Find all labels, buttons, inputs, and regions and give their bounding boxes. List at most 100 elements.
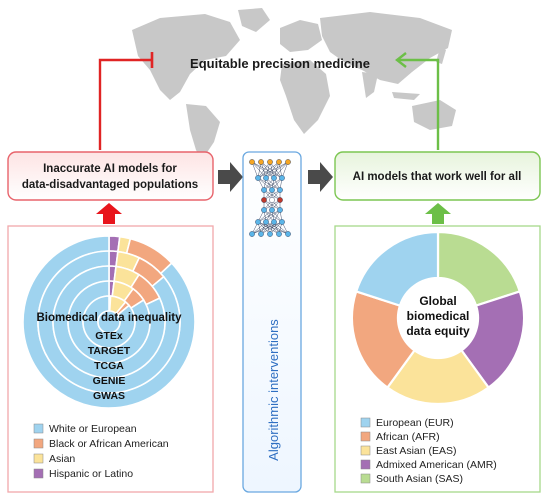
europe-shape [280,20,322,52]
nn-edge [257,209,281,223]
right-legend-swatch-2 [360,445,371,456]
greenland-shape [238,8,270,32]
nn-node [258,159,264,165]
nn-node [267,159,273,165]
left-header-line2: data-disadvantaged populations [22,179,198,191]
flow-arrow-left [218,162,243,192]
algorithmic-interventions-label: Algorithmic interventions [266,319,281,461]
right-legend-label-4: South Asian (SAS) [376,473,463,485]
nn-node [269,197,275,203]
right-legend-swatch-3 [360,459,371,470]
dataset-label-target: TARGET [88,345,131,357]
nn-edge [251,221,275,235]
right-legend-label-2: East Asian (EAS) [376,445,457,457]
nn-node [277,197,283,203]
green-up-arrow [425,203,451,224]
left-legend-label-2: Asian [49,453,75,465]
nn-node [279,219,285,225]
red-up-arrow [96,203,122,224]
donut-hole [398,278,478,358]
nn-edge [257,161,280,179]
nn-edge [251,161,283,179]
nn-node [277,207,283,213]
dataset-label-genie: GENIE [93,375,126,387]
nn-edge [260,161,283,179]
nn-edge [251,161,275,179]
nn-node [276,231,282,237]
nn-edge [265,161,289,179]
right-legend: European (EUR) African (AFR) East Asian (E… [360,417,497,485]
right-legend-label-3: Admixed American (AMR) [376,459,497,471]
ring-core [97,310,121,334]
nn-node [267,231,273,237]
nn-node [276,159,282,165]
nn-edge [265,161,280,179]
world-map [132,8,456,160]
nn-node [279,175,285,181]
south-america-shape [186,104,220,160]
nn-edge [251,161,267,179]
nn-edge [257,221,271,235]
nn-edge [269,221,283,235]
right-legend-swatch-4 [360,473,371,484]
nn-edge [257,161,289,179]
nn-edge [263,199,281,211]
nn-node [269,187,275,193]
nn-edge [257,161,271,179]
asia-shape [320,12,452,84]
africa-shape [280,60,330,134]
right-chart-title-line3: data equity [406,324,470,338]
right-legend-label-1: African (AFR) [376,431,440,443]
nn-edge [260,161,275,179]
right-legend-label-0: European (EUR) [376,417,454,429]
algorithmic-interventions-panel [242,151,302,493]
biomedical-data-inequality-chart [22,235,196,409]
indonesia-shape [392,92,420,100]
nn-edge [281,161,289,179]
nn-node [261,197,267,203]
nn-edge [265,209,281,223]
flow-arrow-right [308,162,333,192]
nn-edge [257,221,280,235]
nn-node [277,187,283,193]
left-legend-swatch-3 [33,468,44,479]
nn-node [263,219,269,225]
nn-edge [265,221,289,235]
nn-edge [265,221,280,235]
left-legend-swatch-0 [33,423,44,434]
left-legend-label-1: Black or African American [49,438,169,450]
nn-edge [273,161,289,179]
nn-edge [251,221,267,235]
nn-node [271,175,277,181]
left-chart-title: Biomedical data inequality [36,312,182,324]
left-header-line1: Inaccurate AI models for [43,163,177,175]
left-header-box: Inaccurate AI models for data-disadvanta… [7,151,214,201]
nn-edge [257,221,289,235]
nn-node [269,207,275,213]
nn-edge [269,161,283,179]
right-header-box: AI models that work well for all [334,151,541,201]
dataset-label-tcga: TCGA [94,360,124,372]
inhibition-connector [98,52,154,150]
dataset-label-gwas: GWAS [93,390,125,402]
nn-node [263,175,269,181]
left-legend-swatch-1 [33,438,44,449]
top-title: Equitable precision medicine [190,56,370,71]
right-header-text: AI models that work well for all [353,171,522,183]
australia-shape [412,100,456,130]
north-america-shape [132,14,240,100]
nn-node [258,231,264,237]
nn-node [249,231,255,237]
nn-edge [251,161,259,179]
right-chart-title-line2: biomedical [407,309,470,323]
nn-node [285,231,291,237]
nn-node [271,219,277,225]
right-legend-swatch-1 [360,431,371,442]
left-legend-swatch-2 [33,453,44,464]
nn-edge [263,177,283,191]
dataset-label-gtex: GTEx [95,330,123,342]
nn-node [261,207,267,213]
